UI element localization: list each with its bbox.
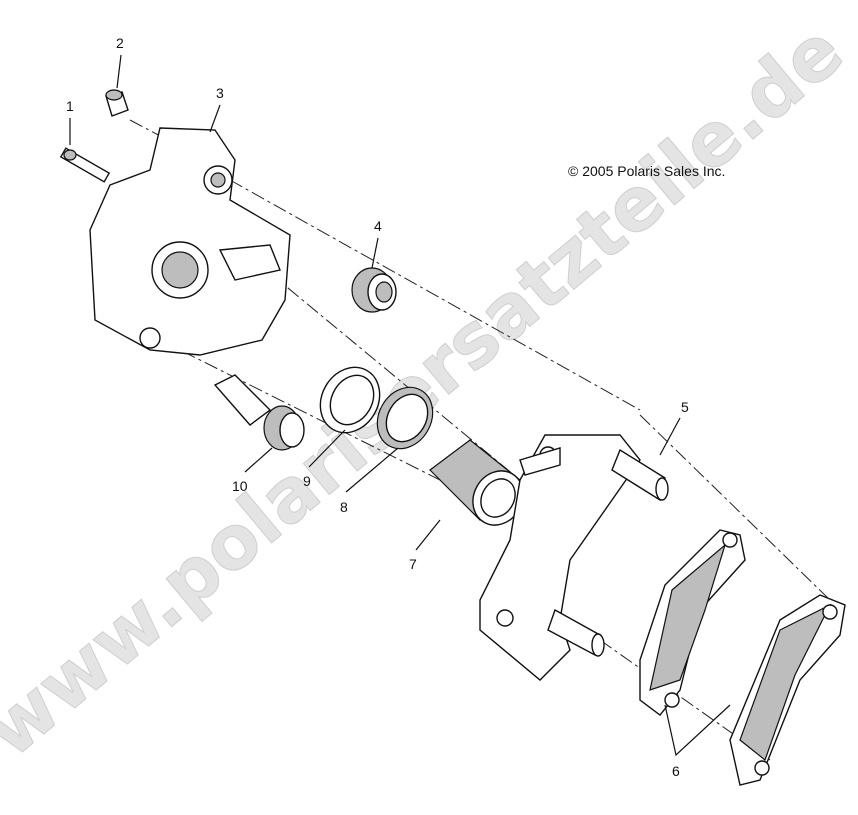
part-5-bracket [479,434,669,681]
part-7-piston [429,439,524,526]
copyright-notice: © 2005 Polaris Sales Inc. [568,163,726,179]
callout-4: 4 [374,218,382,234]
part-2-cap [105,89,129,117]
part-3-caliper-body [89,127,291,356]
watermark: www.polarisersatzteile.de [0,7,858,774]
callout-10: 10 [232,478,248,494]
callout-7: 7 [409,556,417,572]
callout-numbers: 1 2 3 4 5 6 7 8 9 10 [66,35,689,779]
part-8-seal [376,386,434,450]
part-1-bleeder-screw [59,147,111,183]
callout-6: 6 [672,763,680,779]
callout-1: 1 [66,98,74,114]
part-4-boot [351,267,397,313]
leader-lines [69,54,731,757]
callout-9: 9 [303,473,311,489]
callout-8: 8 [340,499,348,515]
part-9-seal [319,366,381,434]
part-10-slide-pin [213,374,305,451]
part-6-brake-pads [639,529,846,786]
callout-3: 3 [216,85,224,101]
callout-5: 5 [681,399,689,415]
callout-2: 2 [116,35,124,51]
